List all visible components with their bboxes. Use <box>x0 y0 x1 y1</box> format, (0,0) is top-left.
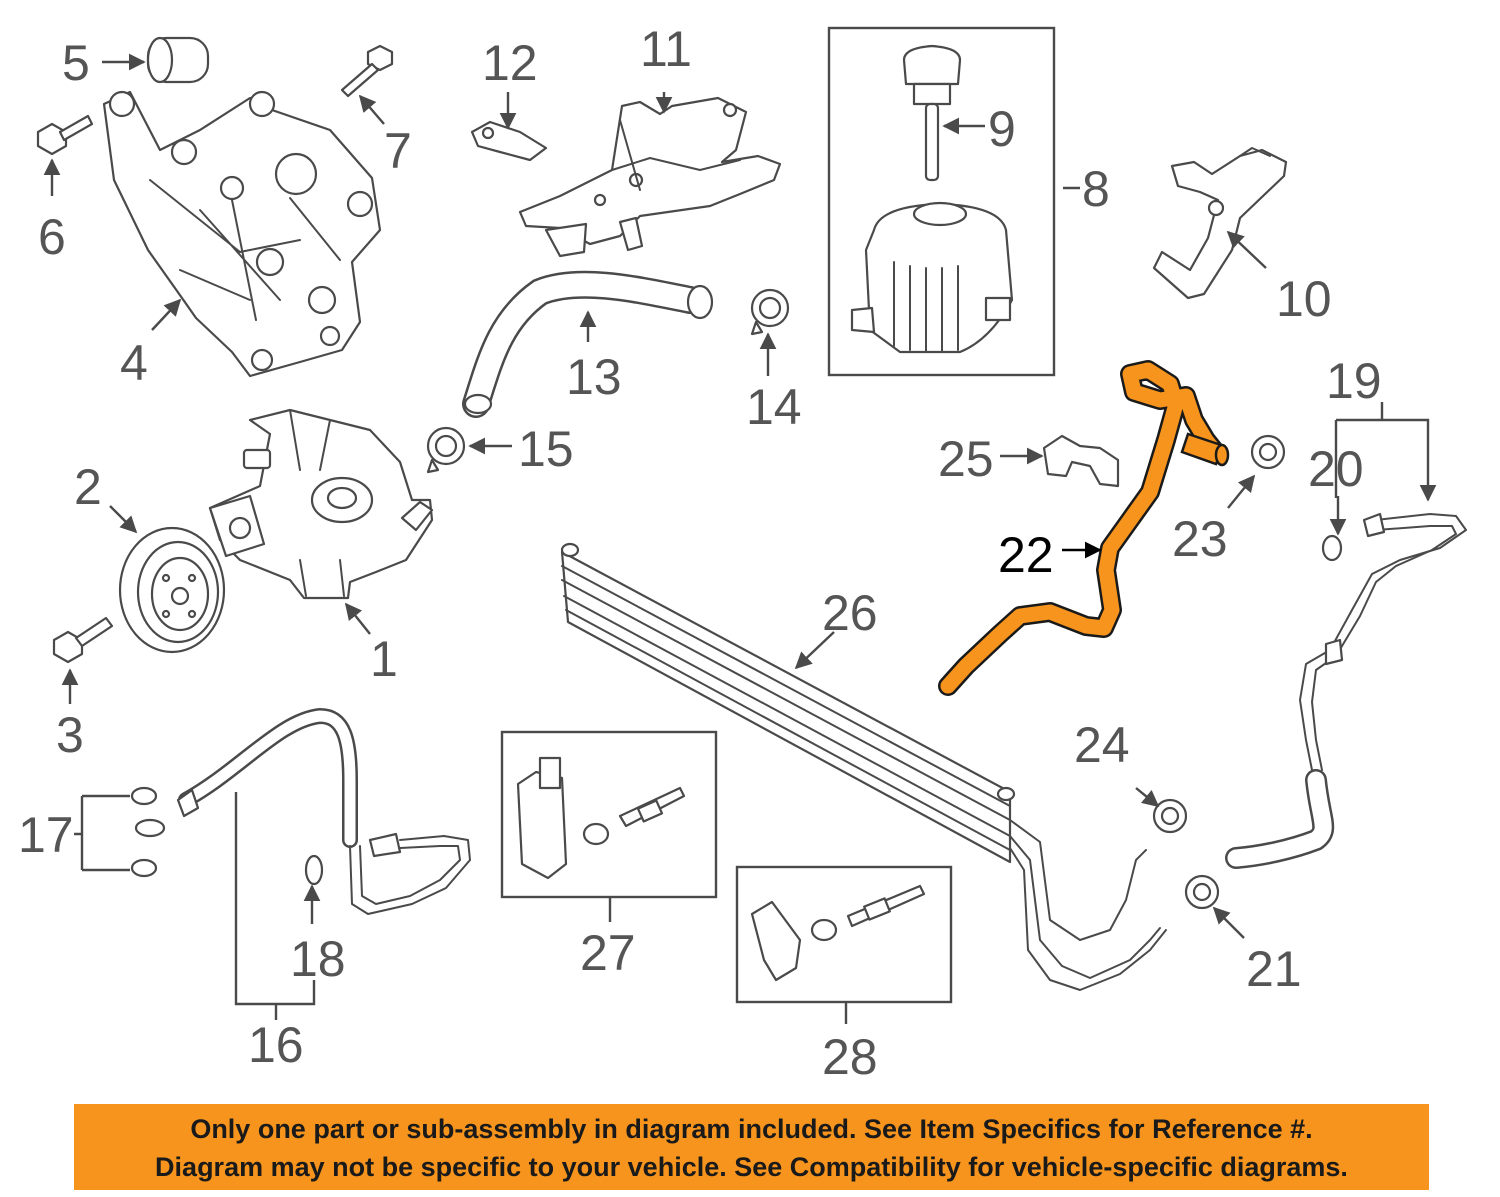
part-3-bolt <box>52 616 114 664</box>
part-21-clamp <box>1184 874 1220 910</box>
callout-9: 9 <box>988 101 1016 157</box>
part-23-clamp <box>1250 434 1286 470</box>
callout-8: 8 <box>1082 161 1110 217</box>
part-4-bracket <box>102 90 382 378</box>
part-28-clip <box>750 884 926 982</box>
callout-10: 10 <box>1276 271 1332 327</box>
part-9-cap <box>902 44 962 182</box>
fastener-box-28 <box>735 865 953 1004</box>
callout-7: 7 <box>384 123 412 179</box>
part-11-bracket <box>518 96 782 258</box>
callout-26: 26 <box>822 585 878 641</box>
part-27-clip <box>516 756 686 880</box>
callout-1: 1 <box>370 631 398 687</box>
reservoir-box <box>827 26 1056 377</box>
part-24-clamp <box>1152 798 1188 834</box>
disclaimer-banner: Only one part or sub-assembly in diagram… <box>74 1104 1429 1190</box>
callout-24: 24 <box>1074 717 1130 773</box>
callout-20: 20 <box>1308 441 1364 497</box>
callout-15: 15 <box>518 421 574 477</box>
part-13-hose <box>462 270 714 418</box>
callout-3: 3 <box>56 707 84 763</box>
diagram-svg: 5 6 7 4 12 11 9 8 10 13 14 15 2 1 3 19 2… <box>18 21 1467 1085</box>
part-15-clamp <box>426 426 466 474</box>
callout-27: 27 <box>580 925 636 981</box>
callout-23: 23 <box>1172 511 1228 567</box>
callout-22: 22 <box>998 527 1054 583</box>
part-2-pulley <box>118 526 226 654</box>
part-6-bolt <box>36 114 94 156</box>
callout-18: 18 <box>290 931 346 987</box>
callout-labels: 5 6 7 4 12 11 9 8 10 13 14 15 2 1 3 19 2… <box>18 21 1382 1085</box>
callout-28: 28 <box>822 1029 878 1085</box>
callout-5: 5 <box>62 35 90 91</box>
part-19-line <box>1225 512 1467 869</box>
leader-lines <box>43 53 1428 1024</box>
part-14-clamp <box>750 288 790 336</box>
part-12-bracket <box>470 120 548 162</box>
part-22-hose-highlighted[interactable] <box>938 360 1230 696</box>
part-8-reservoir <box>850 201 1014 354</box>
callout-11: 11 <box>640 21 692 77</box>
part-10-bracket <box>1152 147 1288 300</box>
part-1-pump <box>208 408 434 600</box>
callout-17: 17 <box>18 807 74 863</box>
part-17-washers <box>130 786 158 878</box>
callout-13: 13 <box>566 349 622 405</box>
callout-4: 4 <box>120 335 148 391</box>
callout-21: 21 <box>1246 941 1302 997</box>
part-16-line <box>134 707 471 915</box>
callout-2: 2 <box>74 459 102 515</box>
disclaimer-line-1: Only one part or sub-assembly in diagram… <box>190 1114 1313 1144</box>
part-7-bolt <box>340 44 394 98</box>
callout-6: 6 <box>38 209 66 265</box>
disclaimer-line-2: Diagram may not be specific to your vehi… <box>155 1152 1348 1182</box>
callout-25: 25 <box>938 431 994 487</box>
part-25-clip <box>1042 434 1120 488</box>
part-26-cooler <box>560 542 1167 991</box>
callout-19: 19 <box>1326 353 1382 409</box>
callout-14: 14 <box>746 379 802 435</box>
part-5-sleeve <box>146 36 210 84</box>
callout-16: 16 <box>248 1017 304 1073</box>
part-18-washer <box>304 854 324 886</box>
callout-12: 12 <box>482 35 538 91</box>
part-20-washer <box>1321 534 1343 562</box>
